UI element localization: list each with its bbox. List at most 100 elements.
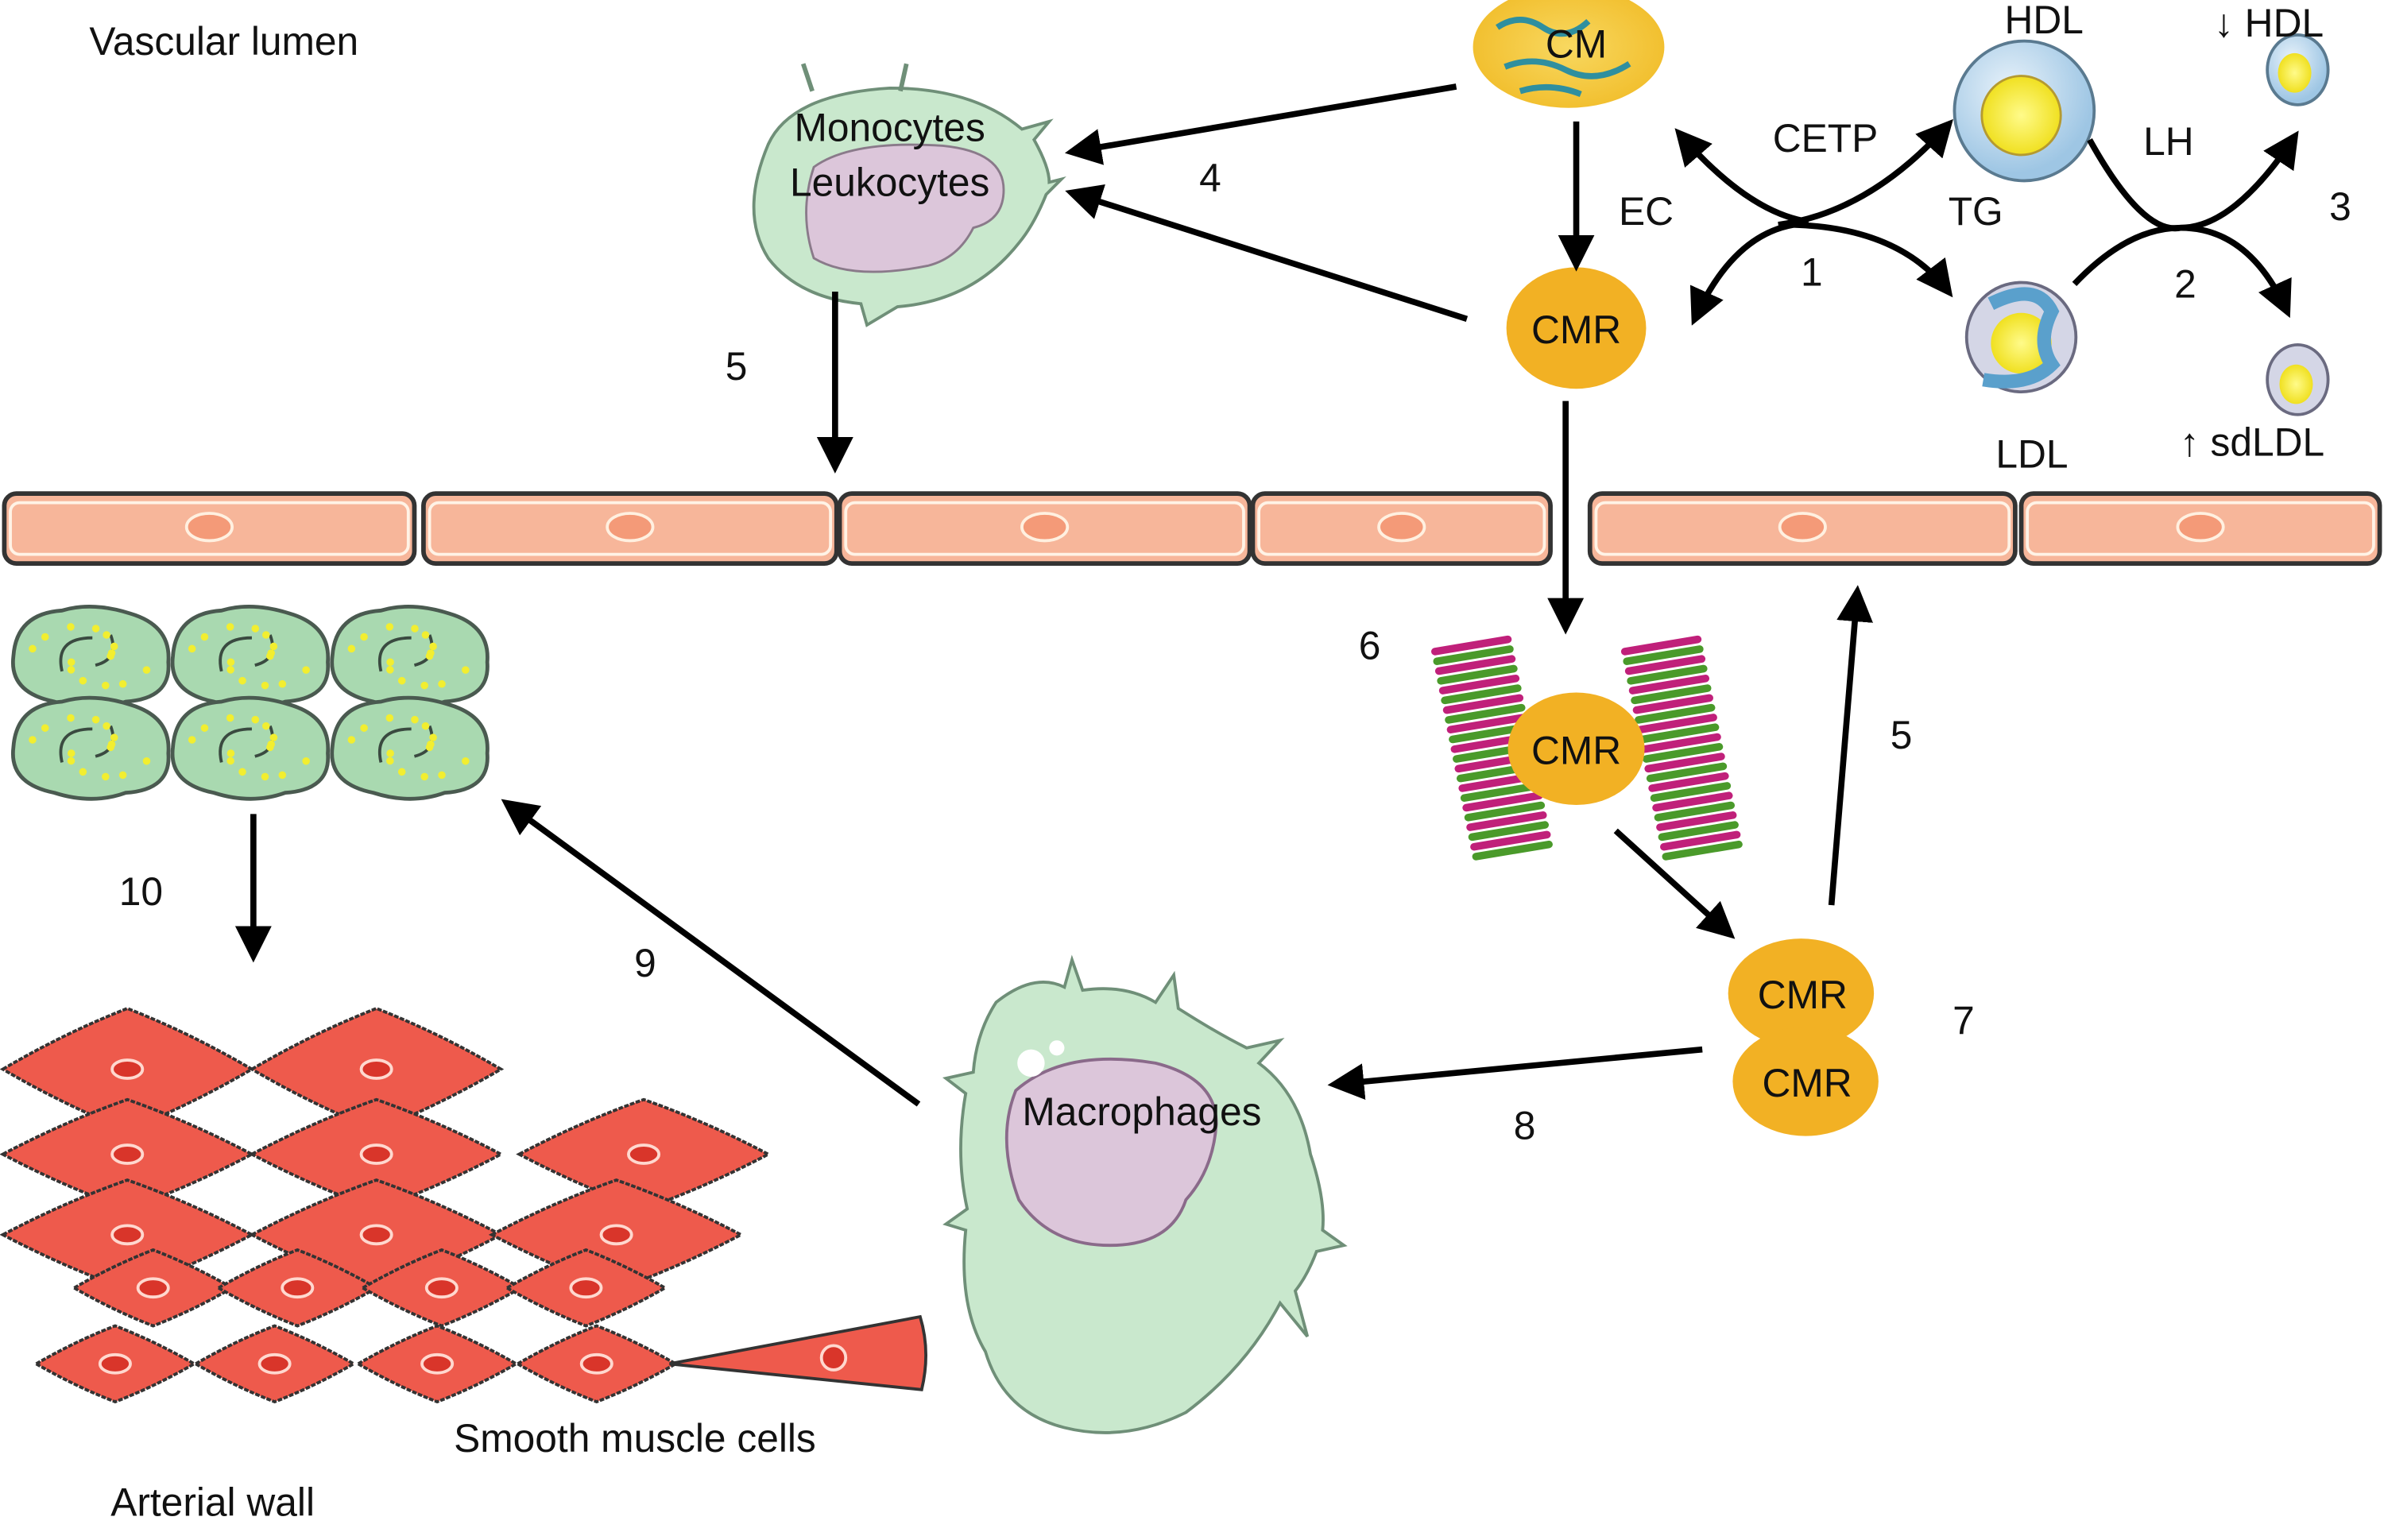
foam-cell: [10, 605, 171, 710]
arrow-bound-to-aggregate: [1613, 828, 1736, 939]
endothelial-nucleus: [1020, 512, 1070, 543]
smooth-muscle-nucleus: [136, 1277, 170, 1299]
smooth-muscle-cell: [354, 1324, 520, 1404]
step-4-label: 4: [1199, 156, 1221, 200]
step-5-label-efflux: 5: [1891, 713, 1913, 757]
smooth-muscle-cell: [359, 1248, 524, 1328]
arrow-cm-to-monocyte: [1064, 83, 1457, 165]
smooth-muscle-cell: [504, 1248, 668, 1328]
smooth-muscle-nucleus: [359, 1058, 393, 1080]
step-9-label: 9: [634, 941, 656, 985]
endothelial-cell: [2, 491, 417, 566]
foam-cell-cluster: [10, 605, 490, 801]
cmr-aggregate: CMR CMR: [1728, 938, 1879, 1136]
smooth-muscle-cell: [71, 1248, 235, 1328]
foam-cell: [330, 605, 490, 710]
smooth-muscle-cell: [0, 1178, 256, 1291]
step-7-label: 7: [1952, 999, 1975, 1043]
macrophage-cell: Macrophages: [942, 954, 1348, 1434]
ldl-label: LDL: [1995, 432, 2068, 477]
cmr-particle-lumen: CMR: [1506, 267, 1647, 389]
step-8-label: 8: [1514, 1103, 1536, 1147]
high-sdldl-label: ↑ sdLDL: [2180, 420, 2324, 464]
cmr-aggregate-top-label: CMR: [1758, 973, 1848, 1017]
step-6-label: 6: [1359, 623, 1381, 667]
smooth-muscle-nucleus: [281, 1277, 315, 1299]
lh-label: LH: [2143, 119, 2194, 164]
arrow-1-to-ldl: [1793, 222, 1953, 298]
cm-label: CM: [1546, 22, 1607, 67]
step-2-label: 2: [2174, 262, 2196, 307]
arrow-macrophage-to-foam: [501, 799, 921, 1107]
ec-label: EC: [1619, 189, 1674, 234]
macrophages-label: Macrophages: [1022, 1089, 1261, 1134]
smooth-muscle-nucleus: [257, 1352, 292, 1375]
endothelial-cell: [1587, 491, 2018, 566]
monocytes-label: Monocytes: [795, 106, 985, 150]
step-3-label: 3: [2329, 184, 2351, 229]
endothelial-cell: [2018, 491, 2382, 566]
arrow-ldl-to-sdldl: [2072, 224, 2292, 319]
smooth-muscle-cell: [514, 1324, 679, 1404]
smooth-muscle-nucleus: [627, 1143, 661, 1165]
cmr-particle-bound: CMR: [1507, 692, 1645, 805]
smooth-muscle-nucleus: [599, 1224, 633, 1246]
smooth-muscle-nucleus: [110, 1058, 145, 1080]
ldl-particle: [1964, 281, 2078, 394]
endothelial-cell: [837, 491, 1252, 566]
smooth-muscle-cell: [192, 1324, 357, 1404]
smooth-muscle-nucleus: [110, 1224, 145, 1246]
monocyte-cell: Monocytes Leukocytes: [752, 63, 1066, 327]
endothelial-nucleus: [2176, 512, 2225, 543]
endothelial-cell: [421, 491, 839, 566]
hdl-label: HDL: [2005, 0, 2084, 42]
hdl-particle: [1952, 39, 2096, 183]
cmr-bound-label: CMR: [1531, 728, 1621, 772]
smooth-muscle-nucleus: [579, 1352, 613, 1375]
cmr-aggregate-bottom-label: CMR: [1762, 1061, 1852, 1105]
endothelial-nucleus: [1377, 512, 1426, 543]
chylomicron-particle: CM: [1473, 0, 1665, 108]
smooth-muscle-cell: [33, 1324, 198, 1404]
leukocytes-label: Leukocytes: [790, 161, 989, 205]
smooth-muscle-cells-label: Smooth muscle cells: [454, 1416, 816, 1461]
smooth-muscle-nucleus: [359, 1224, 393, 1246]
small-hdl-particle: [2266, 33, 2330, 106]
step-1-label: 1: [1801, 250, 1823, 294]
endothelium-layer: [2, 491, 2382, 566]
smooth-muscle-cell: [0, 1097, 256, 1211]
smooth-muscle-cell-layer: [0, 1007, 927, 1404]
arrow-1-to-cmr: [1689, 222, 1794, 326]
smooth-muscle-nucleus: [420, 1352, 455, 1375]
foam-cell: [170, 695, 331, 801]
smooth-muscle-cell: [215, 1248, 380, 1328]
arrow-aggregate-efflux: [1828, 585, 1873, 906]
smooth-muscle-nucleus: [359, 1143, 393, 1165]
foam-cell: [330, 695, 490, 801]
arrow-ec-exchange: [1674, 128, 1809, 225]
elongated-smooth-muscle-cell: [669, 1314, 927, 1391]
proteoglycan-coil: [1620, 635, 1743, 861]
pathway-arrows: [234, 83, 2299, 1107]
endothelial-cell: [1250, 491, 1553, 566]
arterial-wall-label: Arterial wall: [110, 1480, 315, 1524]
cetp-label: CETP: [1773, 116, 1879, 161]
foam-cell: [10, 695, 171, 801]
endothelial-nucleus: [1778, 512, 1827, 543]
smooth-muscle-nucleus: [569, 1277, 603, 1299]
tg-label: TG: [1949, 189, 2003, 234]
smooth-muscle-nucleus: [819, 1344, 848, 1372]
vascular-lumen-label: Vascular lumen: [89, 19, 358, 64]
step-5-label-monocyte: 5: [726, 344, 748, 389]
smooth-muscle-nucleus: [98, 1352, 132, 1375]
endothelial-nucleus: [606, 512, 655, 543]
cmr-label: CMR: [1531, 308, 1621, 352]
sdldl-particle: [2266, 342, 2330, 416]
smooth-muscle-nucleus: [424, 1277, 459, 1299]
smooth-muscle-nucleus: [110, 1143, 145, 1165]
arrow-cmr-to-monocyte: [1065, 184, 1469, 323]
arrow-aggregate-to-macrophage: [1327, 1046, 1703, 1100]
foam-cell: [170, 605, 331, 710]
arrow-cetp-to-hdl: [1778, 118, 1953, 228]
